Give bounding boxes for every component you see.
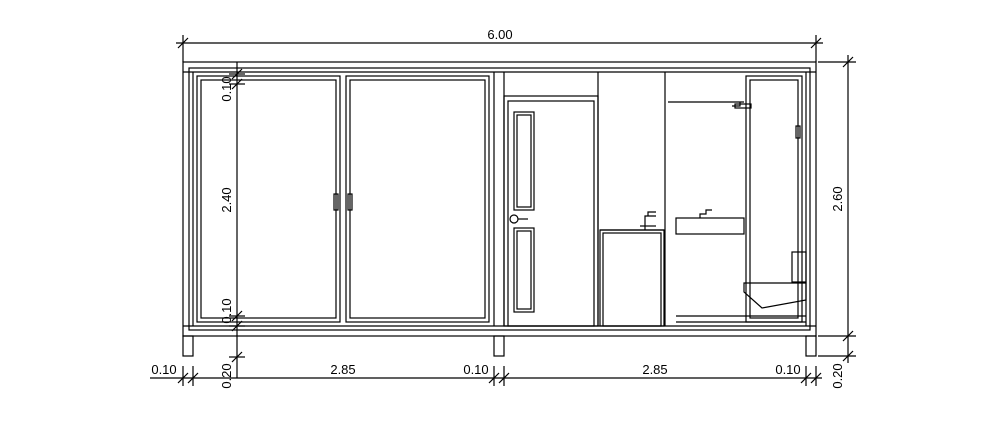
shower-head-icon [734,103,752,109]
window-handle-icon [347,193,353,211]
bottom-dimension-chain [150,366,822,386]
base-height-left-label: 0.20 [219,363,234,388]
wash-basin [675,217,745,235]
overall-width-dimension [176,35,823,62]
base-height-right-label: 0.20 [830,363,845,388]
overall-height-dimension [818,55,856,363]
dimension-labels: 6.00 2.60 0.10 2.85 0.10 2.85 0.10 0.20 … [151,27,845,389]
left-foot [182,335,194,357]
top-frame-label: 0.10 [219,76,234,101]
bottom-left-post-label: 0.10 [151,362,176,377]
overall-height-label: 2.60 [830,186,845,211]
right-foot [805,335,817,357]
door-handle-icon [509,214,519,224]
overall-width-label: 6.00 [487,27,512,42]
toilet-icon [743,251,807,309]
middle-post-label: 0.10 [463,362,488,377]
bathroom-elevation [668,75,807,323]
window-handle-icon [333,193,339,211]
middle-foot [493,335,505,357]
bottom-frame-label: 0.10 [219,298,234,323]
bay-right-label: 2.85 [642,362,667,377]
bay-left-label: 2.85 [330,362,355,377]
window-height-label: 2.40 [219,187,234,212]
entry-door [503,95,599,327]
shower-handle-icon [795,125,801,139]
left-sliding-window [196,75,490,323]
vanity-unit [597,72,666,327]
container-frame [182,61,817,357]
bottom-right-post-label: 0.10 [775,362,800,377]
